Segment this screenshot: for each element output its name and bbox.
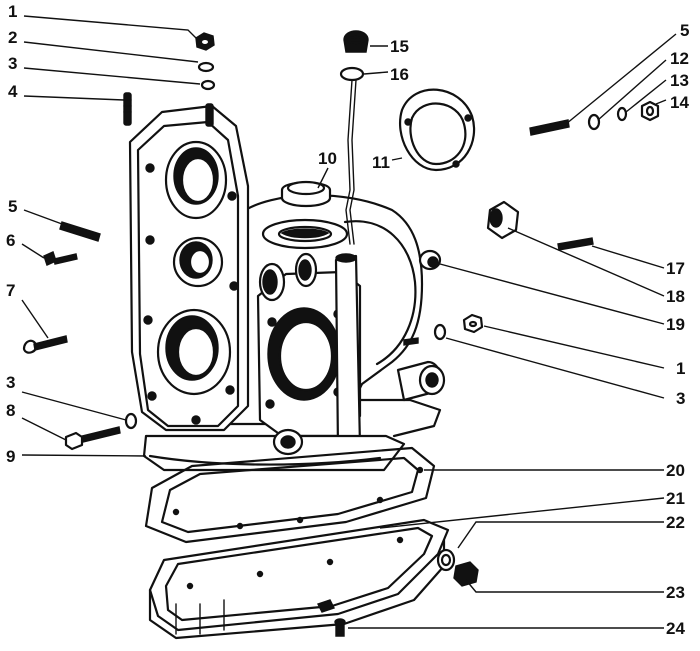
- part-18-bushing: [486, 200, 520, 240]
- part-13-lock-washer: [616, 106, 628, 122]
- part-2-washer: [197, 61, 215, 73]
- callout-20: 20: [666, 461, 685, 480]
- part-8-bolt: [64, 426, 121, 451]
- part-15-dipstick-cap: [343, 30, 369, 53]
- leader-3: [23, 67, 201, 85]
- part-22-drain-washer: [436, 548, 456, 572]
- leader-7: [21, 299, 49, 339]
- part-6-bolt: [43, 251, 78, 266]
- part-4-stud: [123, 92, 132, 126]
- callout-1: 1: [8, 2, 17, 21]
- callout-14: 14: [670, 93, 689, 112]
- callout-2: 2: [8, 28, 17, 47]
- leader-3c: [445, 337, 665, 399]
- callout-12: 12: [670, 49, 689, 68]
- callout-10: 10: [318, 149, 337, 168]
- part-16-dipstick-washer: [339, 66, 365, 82]
- callout-labels: 1 2 3 4 5 6 7 3 8 9 10 11 15 16 5 12 13 …: [6, 2, 689, 638]
- callout-1b: 1: [676, 359, 685, 378]
- callout-7: 7: [6, 281, 15, 300]
- leader-1: [23, 15, 197, 39]
- leader-6: [21, 243, 45, 259]
- callout-19: 19: [666, 315, 685, 334]
- leader-19: [439, 263, 665, 325]
- leader-9: [21, 454, 147, 457]
- leader-14: [655, 99, 667, 105]
- part-20-gasket: [144, 446, 436, 544]
- leader-3b: [21, 391, 127, 421]
- callout-5a: 5: [8, 197, 17, 216]
- callout-16: 16: [390, 65, 409, 84]
- callout-23: 23: [666, 583, 685, 602]
- part-23-drain-plug: [453, 561, 479, 587]
- part-11-gasket-ring: [399, 88, 476, 172]
- leader-17: [591, 245, 665, 269]
- callout-3: 3: [8, 54, 17, 73]
- leader-22: [457, 521, 664, 549]
- leader-11: [391, 157, 403, 161]
- part-10-oil-filler-cap: [280, 180, 332, 208]
- leader-12: [597, 59, 667, 121]
- callout-15: 15: [390, 37, 409, 56]
- part-3-lock-washer: [200, 79, 216, 91]
- part-1-nut: [195, 32, 215, 51]
- callout-18: 18: [666, 287, 685, 306]
- leader-1b: [483, 325, 665, 369]
- leader-5b: [565, 33, 677, 125]
- callout-24: 24: [666, 619, 685, 638]
- part-14-nut: [640, 100, 660, 122]
- callout-22: 22: [666, 513, 685, 532]
- leader-16: [363, 71, 389, 75]
- leader-lines: [21, 15, 677, 629]
- leader-18: [507, 227, 665, 297]
- part-5-stud-right: [529, 119, 570, 136]
- part-19-plug: [418, 249, 442, 271]
- main-crankcase-housing: [128, 103, 446, 472]
- leader-13: [625, 79, 667, 113]
- callout-3c: 3: [676, 389, 685, 408]
- leader-2: [23, 41, 199, 63]
- part-1-nut-right: [462, 313, 484, 334]
- part-5-stud-left: [59, 221, 101, 242]
- callout-13: 13: [670, 71, 689, 90]
- part-12-washer: [587, 113, 601, 131]
- callout-11: 11: [372, 153, 390, 172]
- leader-10: [317, 167, 329, 189]
- dipstick-rod: [345, 79, 357, 245]
- part-21-oil-pan: [148, 518, 450, 640]
- part-3-washer-left: [124, 412, 138, 430]
- leader-21: [379, 497, 665, 529]
- leader-4: [23, 95, 125, 101]
- callout-21: 21: [666, 489, 685, 508]
- callout-8: 8: [6, 401, 15, 420]
- callout-6: 6: [6, 231, 15, 250]
- part-17-stud: [557, 237, 594, 251]
- leader-8: [21, 417, 67, 441]
- callout-3b: 3: [6, 373, 15, 392]
- part-24-small-plug: [334, 618, 346, 637]
- leader-23: [465, 579, 664, 593]
- callout-4: 4: [8, 82, 18, 101]
- callout-9: 9: [6, 447, 15, 466]
- callout-17: 17: [666, 259, 685, 278]
- leader-5a: [23, 209, 63, 225]
- part-3-washer-right: [433, 323, 447, 341]
- part-7-screw: [22, 335, 68, 354]
- callout-5b: 5: [680, 21, 689, 40]
